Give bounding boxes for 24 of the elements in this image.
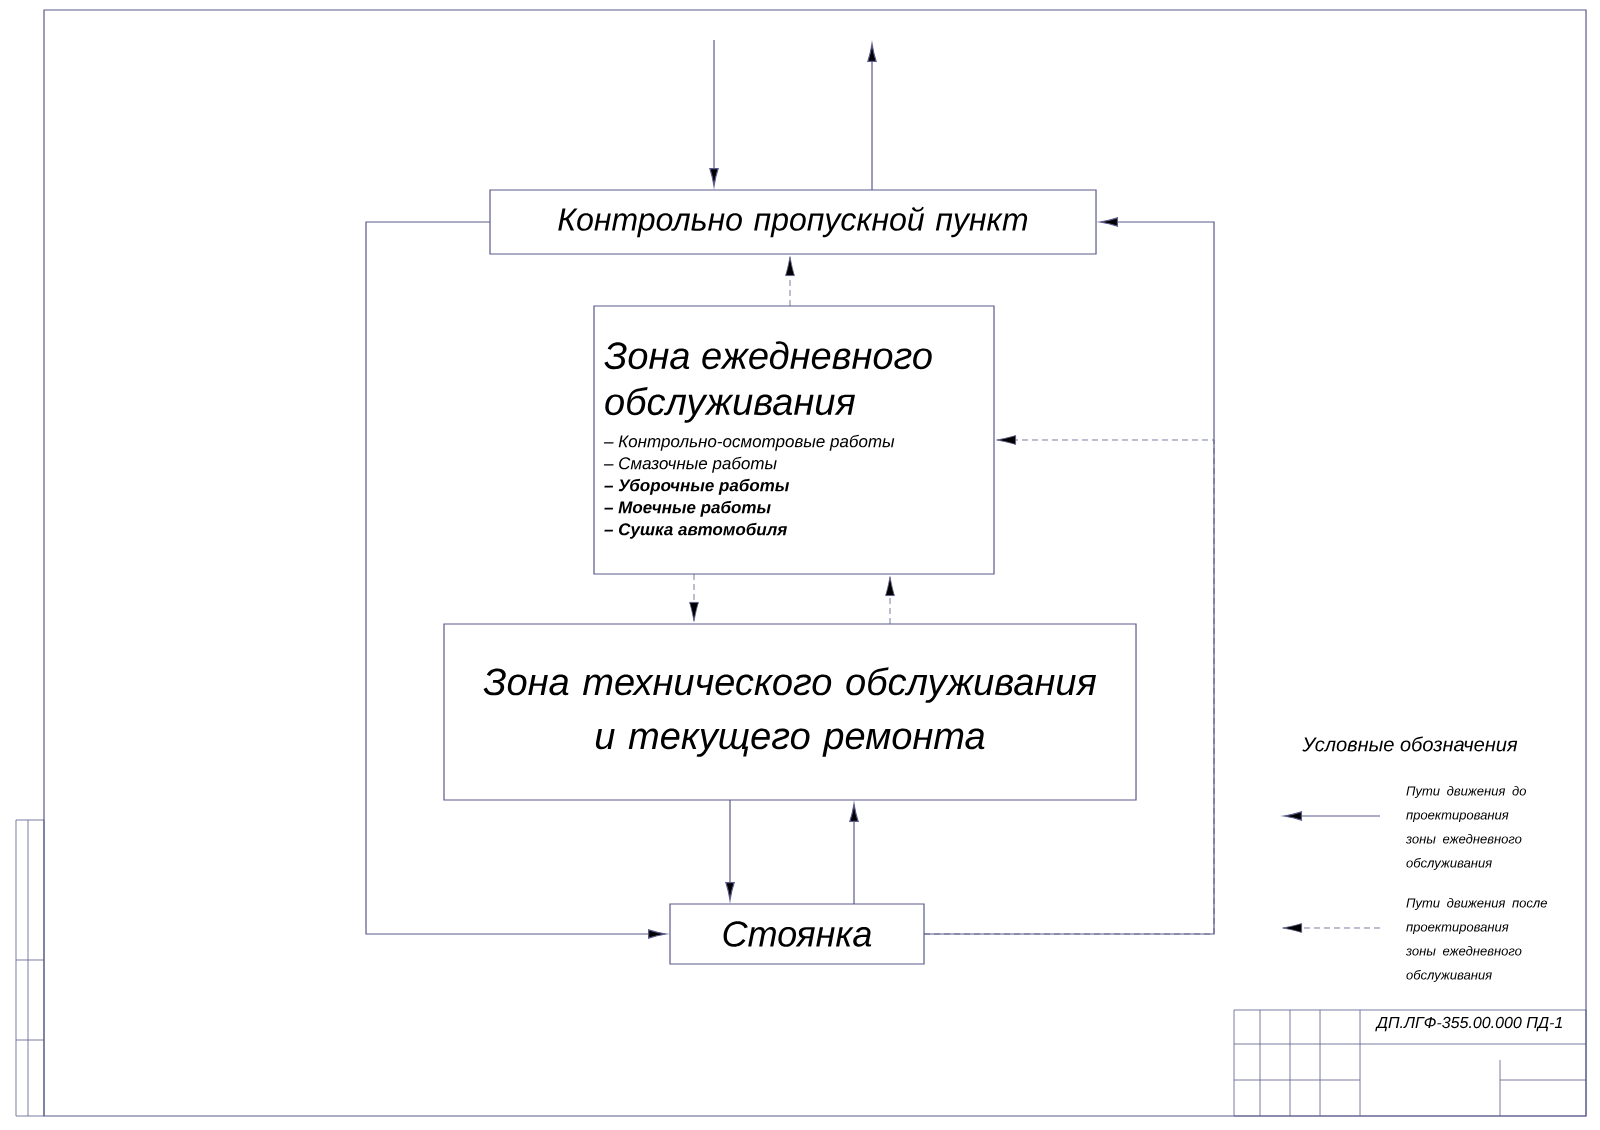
legend-heading: Условные обозначения	[1302, 736, 1518, 752]
arrow	[885, 576, 895, 625]
work-item: – Смазочные работы	[603, 456, 777, 473]
box-label: Зона технического обслуживания и текущего ремонта	[483, 667, 1096, 757]
parking-box	[669, 903, 925, 965]
arrow	[849, 803, 859, 905]
arrow	[365, 221, 667, 939]
work-item: – Сушка автомобиля	[604, 522, 787, 539]
work-item: – Моечные работы	[604, 500, 771, 517]
box-label: Стоянка	[723, 921, 872, 947]
arrow	[709, 39, 719, 187]
checkpoint-box	[489, 189, 1097, 255]
zone-box	[443, 623, 1137, 801]
drawing-code: ДП.ЛГФ-355.00.000 ПД-1	[1375, 1016, 1562, 1032]
work-item: – Уборочные работы	[604, 478, 790, 495]
arrow	[725, 799, 735, 901]
arrow	[867, 43, 877, 191]
zone-heading: Зона ежедневного обслуживания	[604, 341, 932, 423]
work-item: – Контрольно-осмотровые работы	[603, 434, 895, 451]
arrow	[785, 256, 795, 307]
box-label: Контрольно пропускной пункт	[558, 206, 1028, 238]
zone-box	[593, 305, 995, 575]
arrow	[923, 435, 1215, 935]
arrow	[689, 573, 699, 622]
